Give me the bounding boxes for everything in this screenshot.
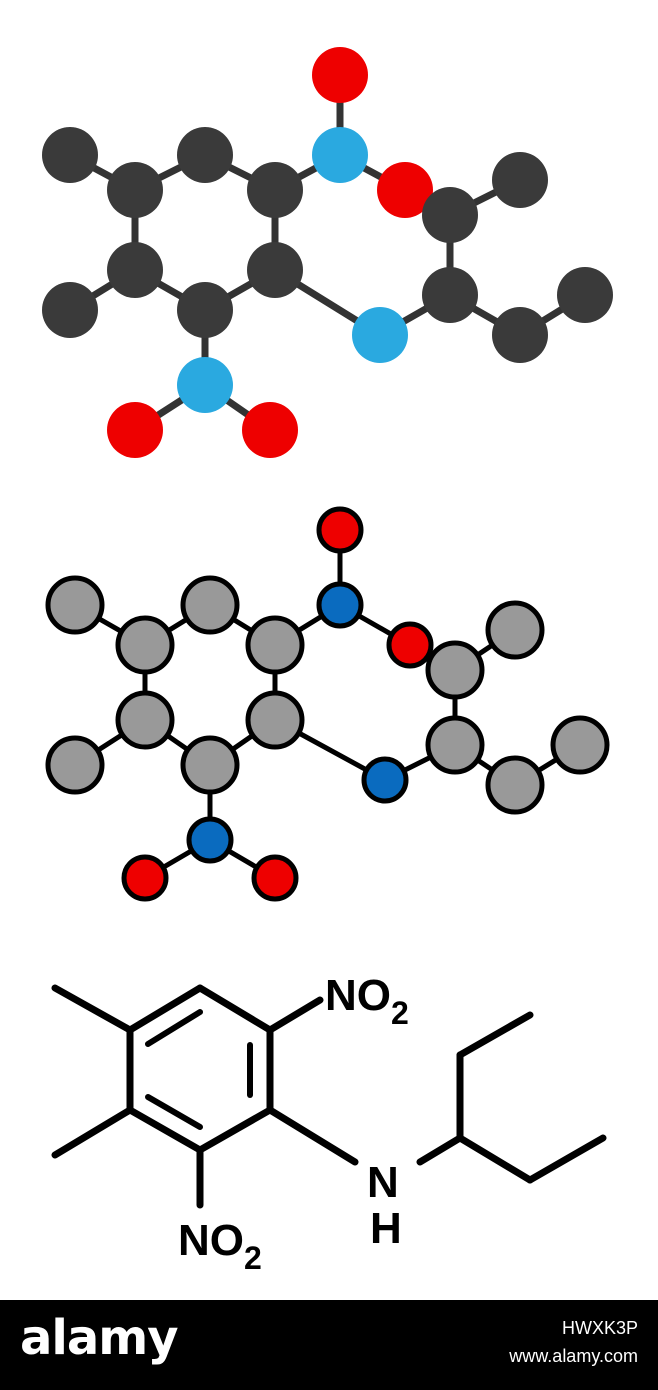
carbon-atom	[42, 127, 98, 183]
oxygen-atom	[312, 47, 368, 103]
carbon-atom	[550, 715, 610, 775]
carbon-atom	[485, 600, 545, 660]
carbon-atom	[115, 690, 175, 750]
nitrogen-atom	[316, 581, 364, 629]
carbon-atom	[557, 267, 613, 323]
image-id: HWXK3P	[561, 1318, 638, 1338]
nitrogen-atom	[186, 816, 234, 864]
carbon-atom	[247, 242, 303, 298]
carbon-atom	[42, 282, 98, 338]
carbon-atom	[492, 152, 548, 208]
oxygen-atom	[121, 854, 169, 902]
watermark-footer: alamy HWXK3P www.alamy.com	[0, 1300, 658, 1390]
oxygen-atom	[242, 402, 298, 458]
carbon-atom	[107, 162, 163, 218]
carbon-atom	[245, 615, 305, 675]
nitrogen-atom	[312, 127, 368, 183]
carbon-atom	[492, 307, 548, 363]
flat-molecule-model	[45, 506, 610, 902]
oxygen-atom	[377, 162, 433, 218]
carbon-atom	[425, 715, 485, 775]
amine-h-label: H	[370, 1204, 402, 1253]
carbon-atom	[425, 640, 485, 700]
carbon-atom	[422, 267, 478, 323]
carbon-atom	[485, 755, 545, 815]
carbon-atom	[245, 690, 305, 750]
carbon-atom	[177, 282, 233, 338]
oxygen-atom	[316, 506, 364, 554]
nitrogen-atom	[361, 756, 409, 804]
ball-and-stick-model	[42, 47, 613, 458]
carbon-atom	[247, 162, 303, 218]
carbon-atom	[180, 735, 240, 795]
carbon-atom	[115, 615, 175, 675]
oxygen-atom	[107, 402, 163, 458]
carbon-atom	[422, 187, 478, 243]
nitrogen-atom	[177, 357, 233, 413]
structural-formula: NO2 N H NO2	[51, 971, 607, 1276]
carbon-atom	[45, 735, 105, 795]
amine-n-label: N	[367, 1158, 399, 1207]
nitrogen-atom	[352, 307, 408, 363]
nitro-group-top-label: NO2	[325, 971, 409, 1031]
nitro-group-bottom-label: NO2	[178, 1216, 262, 1276]
carbon-atom	[177, 127, 233, 183]
carbon-atom	[180, 575, 240, 635]
oxygen-atom	[386, 621, 434, 669]
carbon-atom	[107, 242, 163, 298]
site-url: www.alamy.com	[509, 1346, 638, 1366]
carbon-atom	[45, 575, 105, 635]
brand-logo: alamy	[20, 1310, 179, 1366]
oxygen-atom	[251, 854, 299, 902]
